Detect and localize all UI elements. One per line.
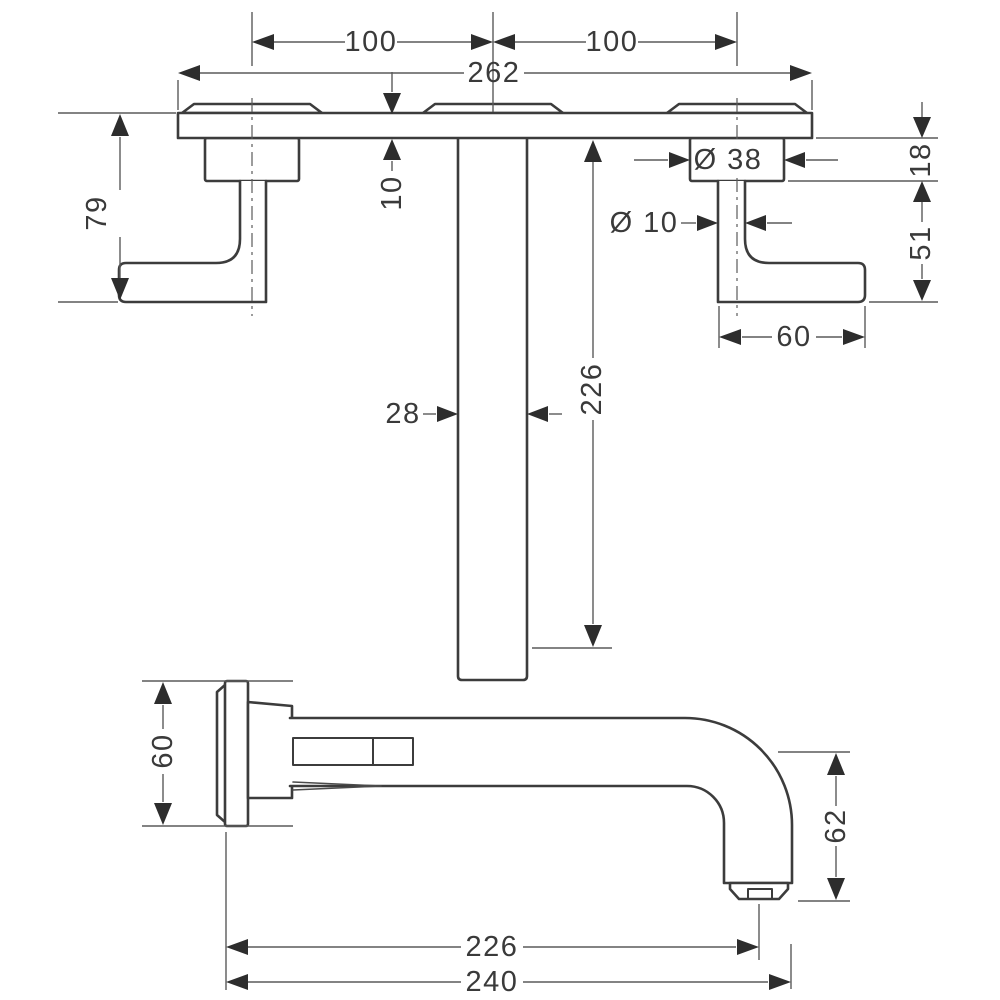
spout-tube	[288, 716, 794, 885]
dim-label-handle-length: 60	[776, 321, 811, 353]
arrowhead	[827, 753, 845, 775]
dim-label-escutcheon-depth: 18	[905, 142, 937, 177]
dim-label-plate-thickness: 10	[376, 175, 408, 210]
dim-label-escutcheon-diameter: Ø 38	[694, 144, 763, 176]
left-lever-handle	[117, 179, 268, 304]
aerator	[728, 881, 790, 901]
dim-label-spacing-left: 100	[345, 26, 398, 58]
wall-plate	[176, 111, 814, 140]
arrowhead	[527, 406, 548, 422]
arrowhead	[913, 117, 931, 138]
dim-label-plate-width: 262	[468, 57, 521, 89]
dim-label-outlet-drop: 62	[820, 808, 852, 843]
dim-label-reach-to-aerator: 226	[466, 931, 519, 963]
arrowhead	[913, 181, 931, 202]
spout-taper-upper-line	[292, 781, 382, 787]
arrowhead	[769, 974, 791, 990]
dim-label-handle-drop: 51	[905, 225, 937, 260]
right-lever-handle	[716, 179, 867, 304]
arrowhead	[178, 65, 200, 81]
arrowhead	[383, 139, 401, 160]
dimension-annotations	[58, 12, 938, 990]
arrowhead	[226, 974, 248, 990]
side-escutcheon-front	[223, 679, 250, 828]
mounting-body	[292, 737, 414, 766]
arrowhead	[111, 114, 129, 136]
arrowhead	[437, 406, 458, 422]
arrowhead	[669, 152, 690, 168]
spout-base-block	[246, 700, 294, 800]
arrowhead	[154, 682, 172, 704]
dim-label-side-escutcheon-height: 60	[147, 733, 179, 768]
arrowhead	[843, 329, 865, 345]
dim-label-spout-width: 28	[385, 398, 420, 430]
arrowhead	[493, 34, 515, 50]
arrowhead	[745, 215, 766, 231]
dim-label-rod-diameter: Ø 10	[610, 207, 679, 239]
arrowhead	[154, 803, 172, 825]
arrowhead	[226, 939, 248, 955]
arrowhead	[383, 93, 401, 114]
dim-label-spout-projection: 226	[576, 363, 608, 416]
spout-taper-lower-line	[292, 785, 382, 791]
side-escutcheon-back	[215, 683, 227, 824]
arrowhead	[827, 878, 845, 900]
arrowhead	[584, 140, 602, 162]
arrowhead	[111, 278, 129, 300]
front-view	[117, 98, 867, 682]
arrowhead	[252, 34, 274, 50]
arrowhead	[784, 152, 805, 168]
dim-label-handle-height: 79	[81, 195, 113, 230]
arrowhead	[471, 34, 493, 50]
aerator-insert	[747, 888, 773, 900]
arrowhead	[737, 939, 759, 955]
arrowhead	[697, 215, 718, 231]
arrowhead	[719, 329, 741, 345]
dimension-labels: 100 100 262 79 10 Ø 38 18 Ø 10 51 60 28 …	[81, 26, 937, 998]
dim-label-reach-total: 240	[466, 966, 519, 998]
arrowhead	[584, 625, 602, 647]
dim-label-spacing-right: 100	[586, 26, 639, 58]
spout-column	[456, 136, 529, 682]
arrowhead	[715, 34, 737, 50]
arrowhead	[790, 65, 812, 81]
side-view	[215, 679, 794, 901]
arrowhead	[913, 280, 931, 301]
